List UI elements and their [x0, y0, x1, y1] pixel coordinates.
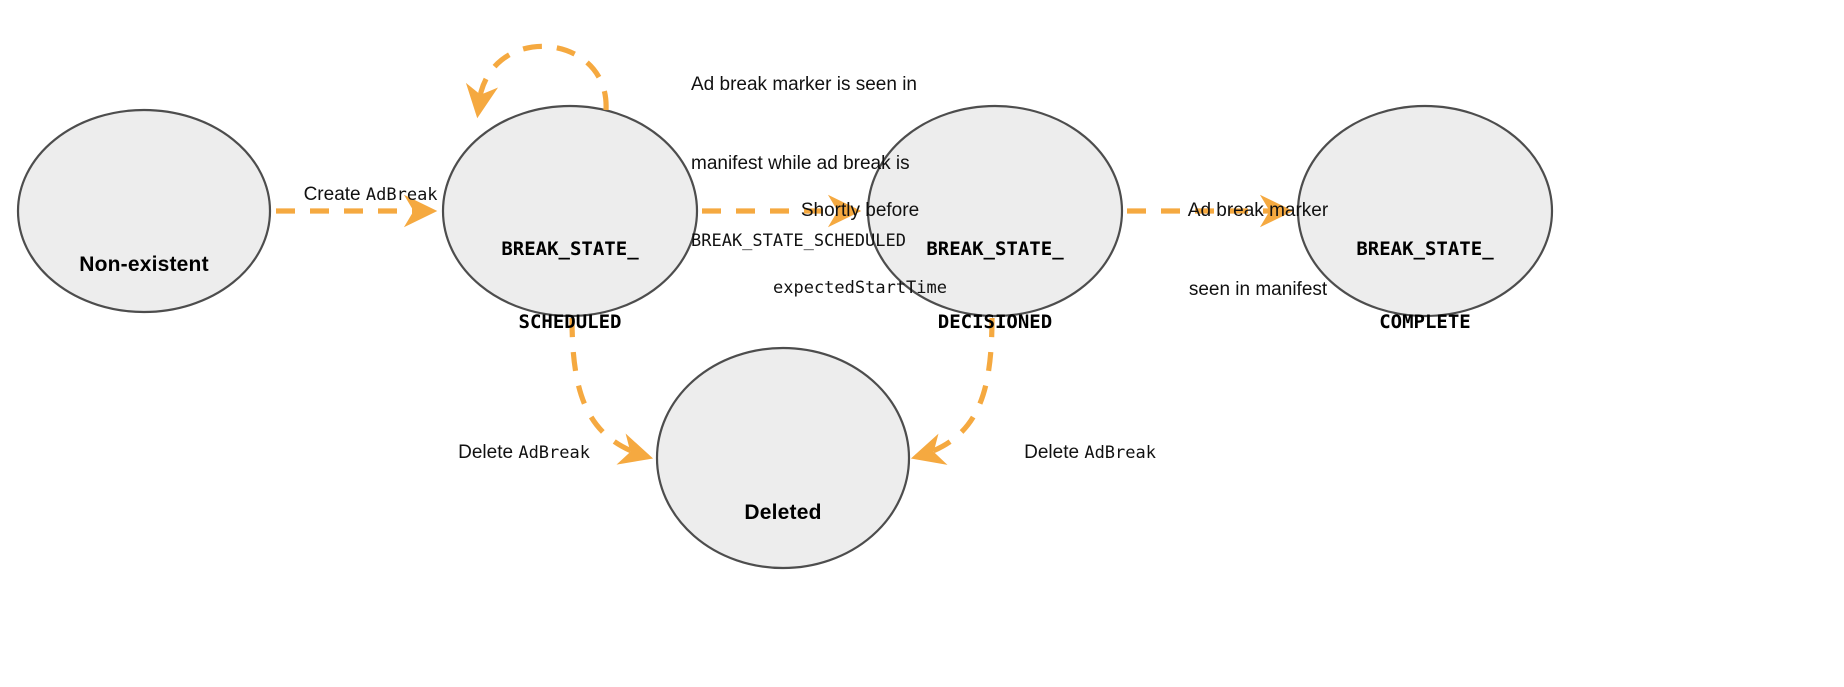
node-break-state-complete[interactable] [1296, 104, 1554, 318]
edge-self-loop-scheduled[interactable] [465, 43, 609, 119]
node-break-state-scheduled[interactable] [441, 104, 699, 318]
edge-decisioned-to-deleted[interactable] [910, 317, 995, 465]
edge-scheduled-to-deleted[interactable] [569, 317, 654, 465]
node-non-existent[interactable] [16, 108, 272, 314]
node-deleted[interactable] [655, 346, 911, 570]
node-break-state-decisioned[interactable] [866, 104, 1124, 318]
